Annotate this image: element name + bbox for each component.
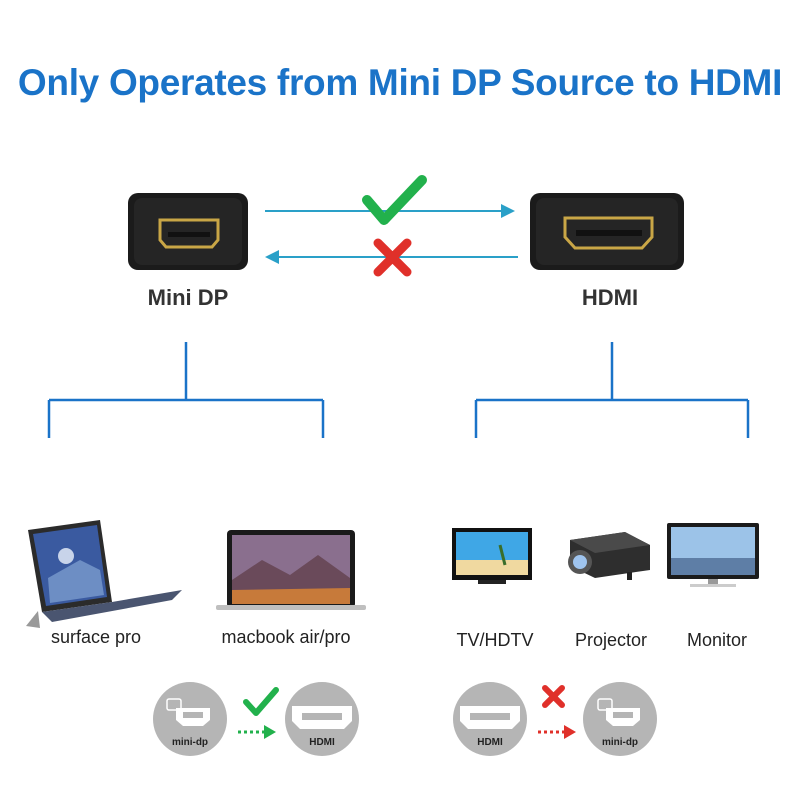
projector-image	[568, 532, 650, 580]
mini-dp-connector	[128, 193, 248, 270]
bottom-left-to-label: HDMI	[309, 737, 335, 748]
bottom-left-from-label: mini-dp	[171, 737, 209, 748]
forward-arrow	[265, 204, 515, 218]
check-icon	[243, 687, 279, 716]
check-icon	[362, 175, 427, 225]
bottom-left-diagram	[153, 682, 359, 756]
bottom-right-diagram	[453, 682, 657, 756]
bottom-right-to-label: mini-dp	[601, 737, 639, 748]
device-label-projector: Projector	[574, 630, 648, 650]
mini-dp-label: Mini DP	[147, 285, 229, 310]
target-branch-lines	[474, 342, 750, 438]
cross-icon	[542, 685, 565, 708]
hdmi-connector	[530, 193, 684, 270]
monitor-image	[667, 523, 759, 587]
source-branch-lines	[47, 342, 325, 438]
page-title: Only Operates from Mini DP Source to HDM…	[17, 62, 783, 103]
macbook-image	[216, 530, 366, 610]
hdmi-label: HDMI	[581, 285, 639, 310]
cross-icon	[373, 238, 412, 277]
tv-image	[452, 528, 532, 584]
surface-pro-image	[26, 520, 182, 628]
device-label-tv: TV/HDTV	[456, 630, 534, 650]
device-label-monitor: Monitor	[686, 630, 748, 650]
bottom-right-from-label: HDMI	[477, 737, 503, 748]
device-label-macbook: macbook air/pro	[221, 627, 351, 647]
device-label-surface-pro: surface pro	[50, 627, 142, 647]
